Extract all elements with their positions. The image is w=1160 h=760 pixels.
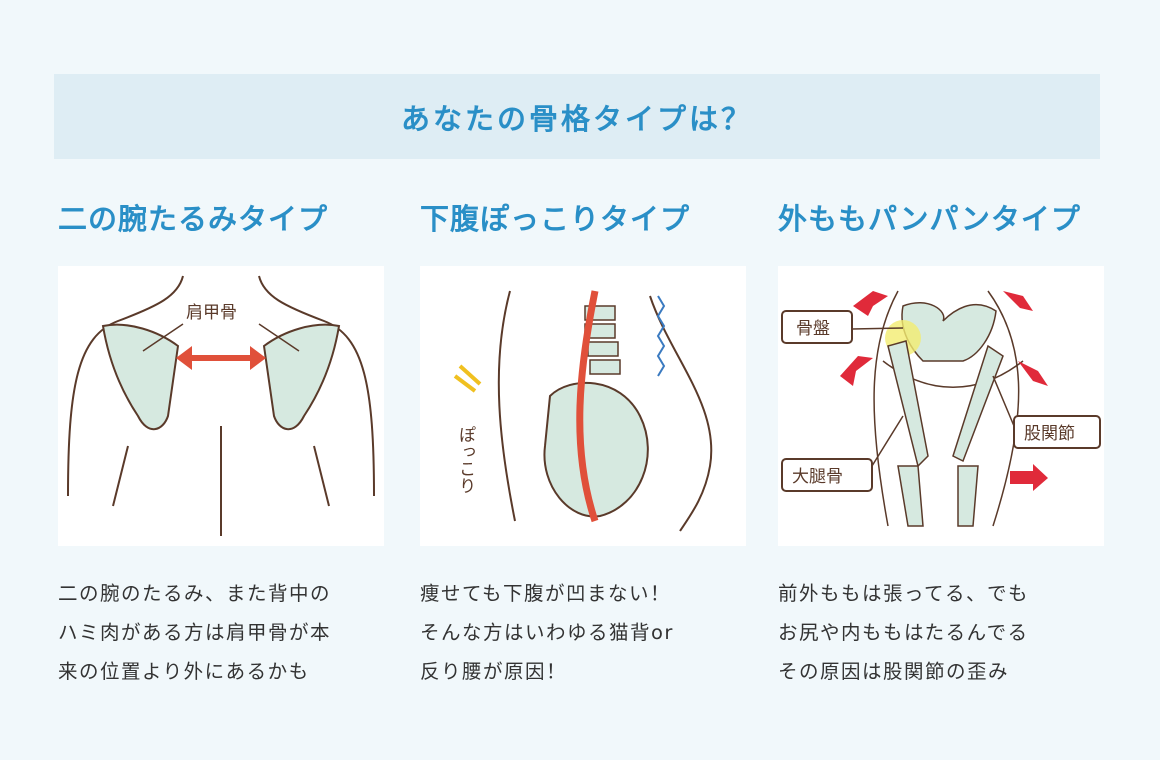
type-heading: 外ももパンパンタイプ	[778, 202, 1081, 236]
desc-line: そんな方はいわゆる猫背or	[420, 621, 674, 644]
label-pelvis: 骨盤	[796, 319, 830, 339]
type-heading: 二の腕たるみタイプ	[58, 202, 329, 236]
type-description: 痩せても下腹が凹まない！ そんな方はいわゆる猫背or 反り腰が原因！	[420, 574, 760, 691]
label-hip-joint: 股関節	[1024, 424, 1075, 444]
label-belly-bulge: ぽっこり	[455, 426, 475, 494]
type-heading: 下腹ぽっこりタイプ	[420, 202, 691, 236]
desc-line: 前外ももは張ってる、でも	[778, 582, 1030, 605]
desc-line: 痩せても下腹が凹まない！	[420, 582, 672, 605]
label-scapula: 肩甲骨	[186, 303, 237, 323]
type-description: 二の腕のたるみ、また背中の ハミ肉がある方は肩甲骨が本 来の位置より外にあるかも	[58, 574, 398, 691]
type-card-outer-thigh: 外ももパンパンタイプ 骨盤	[778, 196, 1108, 683]
spine-illustration: ぽっこり	[420, 266, 746, 546]
desc-line: その原因は股関節の歪み	[778, 660, 1010, 683]
shoulder-blade-illustration: 肩甲骨	[58, 266, 384, 546]
desc-line: ハミ肉がある方は肩甲骨が本	[58, 621, 332, 644]
page-title: あなたの骨格タイプは？	[400, 101, 753, 136]
label-femur: 大腿骨	[792, 467, 843, 487]
hip-joint-illustration: 骨盤 股関節 大腿骨	[778, 266, 1104, 546]
desc-line: 二の腕のたるみ、また背中の	[58, 582, 332, 605]
desc-line: お尻や内ももはたるんでる	[778, 621, 1029, 644]
type-card-lower-belly: 下腹ぽっこりタイプ ぽっこり 痩せても下腹が凹まない！ そんな方はいわゆる猫背o…	[420, 196, 750, 683]
type-card-upper-arm: 二の腕たるみタイプ 肩甲骨 二の腕のたるみ、また背中の ハミ肉がある方は肩甲骨が…	[58, 196, 388, 683]
desc-line: 反り腰が原因！	[420, 660, 568, 683]
section-banner: あなたの骨格タイプは？	[54, 74, 1100, 159]
desc-line: 来の位置より外にあるかも	[58, 660, 310, 683]
type-description: 前外ももは張ってる、でも お尻や内ももはたるんでる その原因は股関節の歪み	[778, 574, 1118, 691]
